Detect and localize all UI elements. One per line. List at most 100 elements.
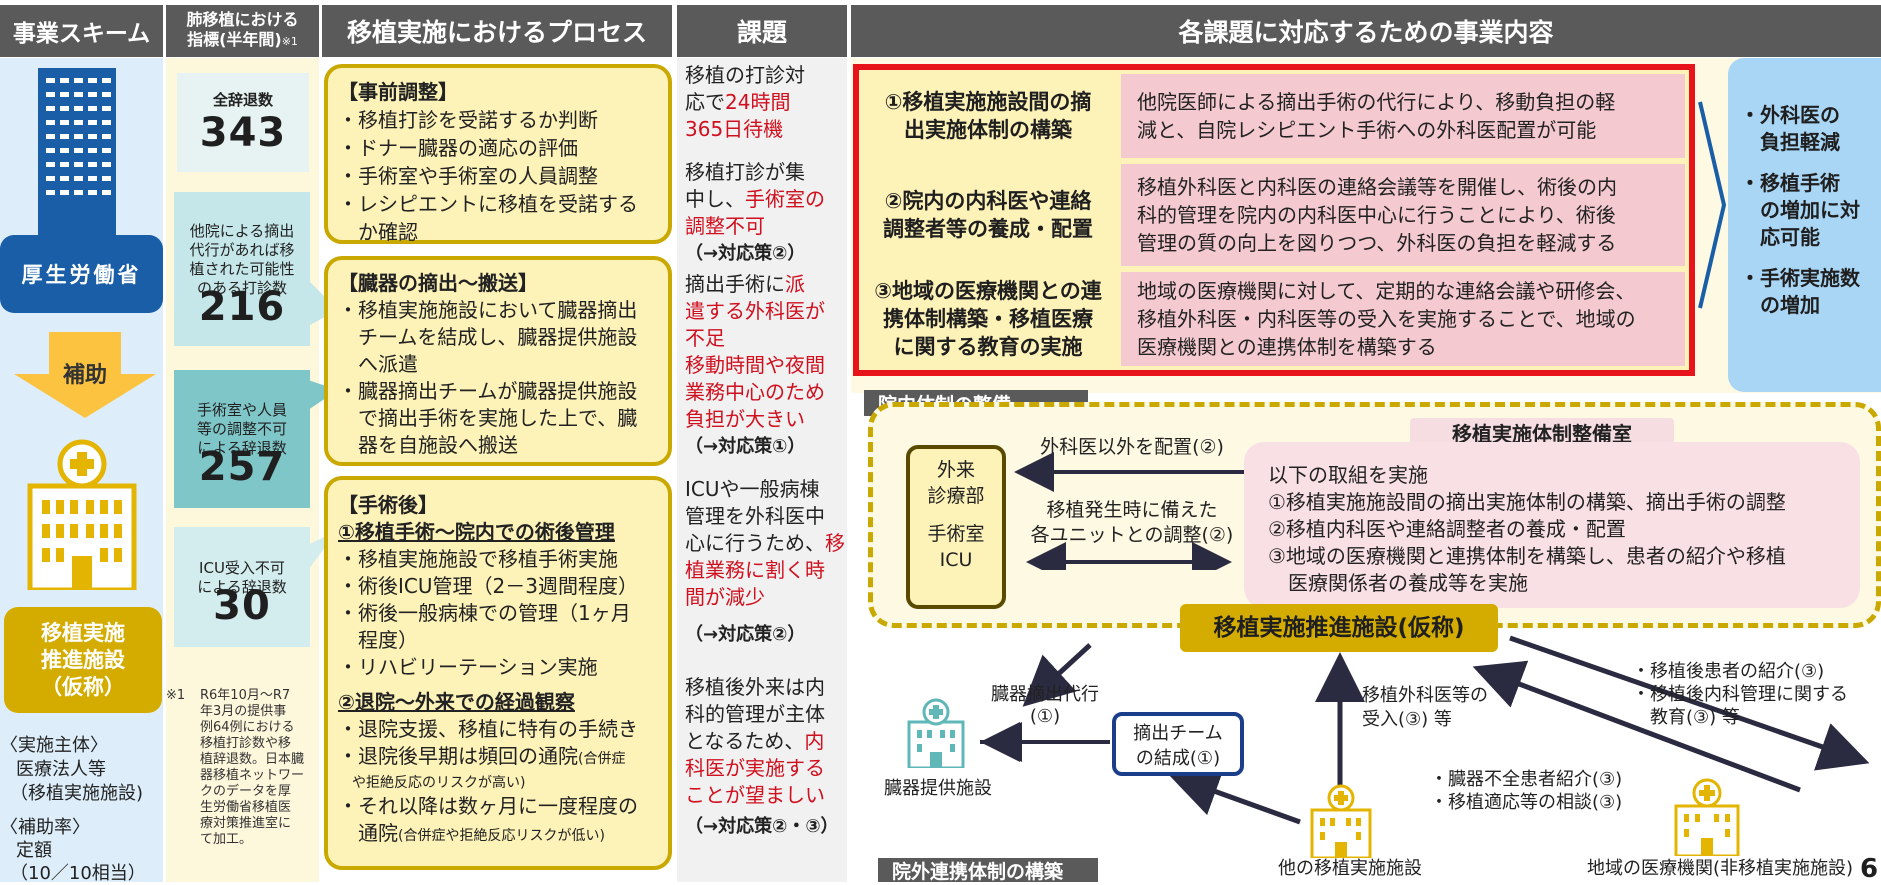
issue-4: ICUや一般病棟 管理を外科医中 心に行うため、移 植業務に割く時 間が減少 （…: [685, 477, 845, 645]
post-surgery-sub1: ①移植手術～院内での術後管理: [338, 520, 615, 544]
outpatient-item-2: ・退院後早期は頻回の通院(合併症: [338, 744, 626, 768]
retrieval-item-2: チームを結成し、臓器提供施設: [338, 325, 638, 349]
issue-5: 移植後外来は内 科的管理が主体 となるため、内 科医が実施する ことが望ましい …: [685, 675, 839, 837]
issue-1: 移植の打診対 応で24時間 365日待機: [685, 63, 805, 141]
proxy-label-3: 植された可能性: [189, 259, 295, 278]
total-declines-label: 全辞退数: [212, 91, 273, 109]
post-item-5: ・リハビリーテーション実施: [338, 655, 598, 679]
outcome-3: ・手術実施数 の増加: [1740, 266, 1860, 317]
footnote-line-8: 生労働省移植医: [200, 800, 292, 815]
arrow-label-2: 移植発生時に備えた 各ユニットとの調整(②): [1030, 499, 1234, 546]
proxy-label-2: 代行があれば移: [189, 240, 295, 259]
organ-retrieval-title: 【臓器の摘出～搬送】: [338, 271, 538, 295]
facility-line-2: 推進施設: [41, 647, 125, 672]
regional-facility-label: 地域の医療機関(非移植実施施設): [1586, 858, 1854, 879]
room-item-4: 医療関係者の養成等を実施: [1268, 571, 1528, 595]
measure-2-title: ②院内の内科医や連絡調整者等の養成・配置: [863, 164, 1113, 266]
retrieval-item-6: 器を自施設へ搬送: [338, 433, 518, 457]
organ-retrieval-box: 【臓器の摘出～搬送】 ・移植実施施設において臓器摘出 チームを結成し、臓器提供施…: [324, 256, 672, 466]
measure-3-desc: 地域の医療機関に対して、定期的な連絡会議や研修会、移植外科医・内科医等の受入を実…: [1121, 272, 1685, 366]
other-facility-icon: [1310, 784, 1372, 858]
footnote-line-10: て加工。: [200, 832, 253, 847]
footnote-line-3: 例64例における: [200, 720, 295, 735]
room-item-2: ②移植内科医や連絡調整者の養成・配置: [1268, 517, 1626, 541]
external-arrows: [980, 635, 1870, 825]
implementing-entity: 〈実施主体〉 医療法人等 （移植実施施設): [0, 734, 163, 806]
post-item-3: ・術後一般病棟での管理（1ヶ月: [338, 601, 631, 625]
room-item-0: 以下の取組を実施: [1268, 463, 1428, 487]
outcome-1: ・外科医の 負担軽減: [1740, 103, 1840, 154]
arrow-label-1: 外科医以外を配置(②): [1040, 436, 1224, 458]
measure-1-title: ①移植実施施設間の摘出実施体制の構築: [863, 74, 1113, 158]
rate-line-1: 〈補助率〉: [0, 817, 90, 838]
pre-item-4: ・レシピエントに移植を受諾する: [338, 192, 638, 216]
bracket-arrow-icon: [1698, 101, 1727, 309]
mhlw-badge: 厚生労働省: [0, 235, 163, 313]
post-surgery-box: 【手術後】 ①移植手術～院内での術後管理 ・移植実施施設で移植手術実施 ・術後I…: [324, 476, 672, 870]
footnote-line-5: 植辞退数。日本臓: [200, 752, 305, 767]
outpatient-item-4: ・それ以降は数ヶ月に一度程度の: [338, 794, 638, 818]
subsidy-arrow-icon: [14, 332, 156, 418]
header-content: 各課題に対応するための事業内容: [851, 5, 1881, 57]
icu-label-2: による辞退数: [197, 577, 287, 596]
office-building-icon: [38, 68, 116, 238]
footnote-line-6: 器移植ネットワー: [200, 768, 305, 783]
header-process: 移植実施におけるプロセス: [322, 5, 672, 57]
proxy-offers-value: 216: [198, 283, 286, 330]
measures-frame: ①移植実施施設間の摘出実施体制の構築 他院医師による摘出手術の代行により、移動負…: [853, 64, 1695, 376]
footnote: ※1 R6年10月～R7 年3月の提供事 例64例における 移植打診数や移 植辞…: [166, 688, 318, 848]
retrieval-item-1: ・移植実施施設において臓器摘出: [338, 298, 638, 322]
facility-line-1: 移植実施: [41, 620, 125, 645]
pre-item-3: ・手術室や手術室の人員調整: [338, 164, 598, 188]
subsidy-label: 補助: [62, 363, 107, 388]
pre-coordination-title: 【事前調整】: [338, 80, 458, 104]
retrieval-item-3: へ派遣: [338, 352, 418, 376]
or-declines-value: 257: [198, 444, 286, 490]
room-item-3: ③地域の医療機関と連携体制を構築し、患者の紹介や移植: [1268, 544, 1786, 568]
footnote-line-4: 移植打診数や移: [200, 736, 292, 751]
or-declines-card: 手術室や人員 等の調整不可 による辞退数 257: [174, 370, 310, 508]
proxy-label-4: のある打診数: [196, 278, 287, 297]
footnote-mark: ※1: [166, 688, 186, 703]
referral-out-label: ・移植後患者の紹介(③) ・移植後内科管理に関する 教育(③) 等: [1632, 661, 1848, 728]
hospital-icon: [27, 439, 137, 590]
icu-declines-value: 30: [213, 582, 271, 629]
outpatient-item-5: 通院(合併症や拒絶反応リスクが低い): [338, 821, 605, 845]
proxy-label-1: 他院による摘出: [189, 221, 295, 240]
post-item-1: ・移植実施施設で移植手術実施: [338, 547, 618, 571]
rate-line-2: 定額: [16, 840, 52, 861]
or-label-3: による辞退数: [197, 439, 287, 457]
post-surgery-sub2: ②退院～外来での経過観察: [338, 690, 575, 714]
room-box: 以下の取組を実施 ①移植実施施設間の摘出実施体制の構築、摘出手術の調整 ②移植内…: [1244, 442, 1860, 608]
promotion-facility-badge: 移植実施 推進施設 （仮称）: [4, 607, 162, 713]
entity-line-3: （移植実施施設): [10, 783, 144, 804]
outcome-2: ・移植手術 の増加に対 応可能: [1740, 171, 1860, 249]
pre-item-5: か確認: [338, 220, 418, 244]
facility-line-3: （仮称）: [41, 674, 125, 699]
room-item-1: ①移植実施施設間の摘出実施体制の構築、摘出手術の調整: [1268, 490, 1786, 514]
outcomes-panel: ・外科医の 負担軽減 ・移植手術 の増加に対 応可能 ・手術実施数 の増加: [1728, 58, 1881, 392]
internal-units-box: 外来 診療部 手術室 ICU: [906, 445, 1006, 609]
outpatient-item-1: ・退院支援、移植に特有の手続き: [338, 717, 638, 741]
total-declines-value: 343: [199, 110, 287, 156]
header-indicator-line1: 肺移植における: [186, 10, 299, 29]
pre-coordination-box: 【事前調整】 ・移植打診を受諾するか判断 ・ドナー臓器の適応の評価 ・手術室や手…: [324, 64, 672, 244]
proxy-offers-card: 他院による摘出 代行があれば移 植された可能性 のある打診数 216: [174, 192, 310, 346]
pre-item-2: ・ドナー臓器の適応の評価: [338, 136, 578, 160]
accept-label: 移植外科医等の 受入(③) 等: [1362, 685, 1488, 730]
footnote-line-7: クのデータを厚: [200, 784, 292, 799]
retrieval-item-5: で摘出手術を実施した上で、臓: [338, 406, 638, 430]
footnote-line-2: 年3月の提供事: [200, 704, 287, 719]
proxy-label: 臓器摘出代行 (①): [991, 684, 1099, 727]
icu-label-1: ICU受入不可: [199, 558, 285, 577]
or-label-1: 手術室や人員: [196, 401, 287, 419]
post-item-2: ・術後ICU管理（2－3週間程度）: [338, 574, 638, 598]
measure-1-desc: 他院医師による摘出手術の代行により、移動負担の軽減と、自院レシピエント手術への外…: [1121, 74, 1685, 158]
post-surgery-title: 【手術後】: [338, 493, 438, 517]
issue-2: 移植打診が集 中し、手術室の 調整不可 （→対応策②）: [685, 160, 825, 264]
other-facility-label: 他の移植実施施設: [1278, 858, 1422, 879]
donor-hospital-icon: [907, 698, 965, 768]
header-scheme: 事業スキーム: [0, 5, 163, 57]
header-issue: 課題: [677, 5, 847, 57]
measure-3-title: ③地域の医療機関との連携体制構築・移植医療に関する教育の実施: [863, 272, 1113, 366]
